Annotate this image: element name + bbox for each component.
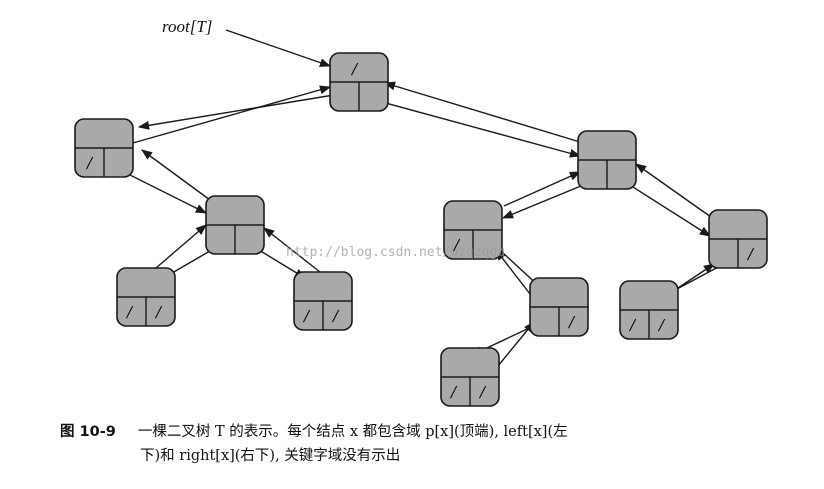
edge-b-to-f: [501, 180, 594, 219]
caption-line-2: 下)和 right[x](右下), 关键字域没有示出: [140, 448, 401, 464]
binary-tree-diagram: root[T]: [74, 17, 768, 407]
nil-mark: /: [478, 383, 487, 401]
tree-node-root: /: [329, 52, 389, 112]
edge-b-to-g: [621, 179, 711, 237]
tree-node-b: [577, 130, 637, 190]
tree-node-h: /: [529, 277, 589, 337]
edge-j-to-g: [677, 263, 715, 289]
edge-a-to-c: [119, 169, 208, 214]
nil-mark: /: [567, 313, 576, 331]
tree-node-f: /: [443, 200, 503, 260]
nil-mark: /: [449, 383, 458, 401]
tree-edges: [119, 81, 723, 367]
edge-i-to-h: [497, 321, 535, 367]
tree-node-j: / /: [619, 280, 679, 340]
nil-mark: /: [746, 245, 755, 263]
tree-node-a: /: [74, 118, 134, 178]
edge-f-to-b: [503, 171, 582, 207]
tree-node-i: / /: [440, 347, 500, 407]
tree-nodes: / / / /: [74, 52, 768, 407]
edge-root-to-left-child: [137, 92, 347, 130]
caption-line-1: 一棵二叉树 T 的表示。每个结点 x 都包含域 p[x](顶端), left[x…: [137, 424, 568, 440]
nil-mark: /: [154, 303, 163, 321]
figure-number: 图 10-9: [60, 424, 116, 440]
edge-g-to-b: [635, 163, 719, 223]
edge-left-child-to-parent: [132, 85, 332, 144]
watermark-text: http://blog.csdn.net/wzqzqgq: [286, 245, 505, 260]
figure-caption: 图 10-9 一棵二叉树 T 的表示。每个结点 x 都包含域 p[x](顶端), …: [60, 420, 800, 468]
tree-node-c: [205, 195, 265, 255]
root-pointer-label: root[T]: [162, 17, 212, 36]
nil-mark: /: [628, 316, 637, 334]
edge-c-to-a: [141, 149, 211, 201]
edge-h-to-f: [495, 249, 531, 295]
nil-mark: /: [452, 236, 461, 254]
edge-root-to-right-child: [370, 98, 582, 158]
edge-d-to-c: [155, 224, 207, 269]
nil-mark: /: [350, 60, 359, 78]
root-pointer-arrow: [225, 29, 332, 67]
nil-mark: /: [85, 154, 94, 172]
edge-e-to-c: [263, 227, 321, 273]
tree-node-e: / /: [293, 271, 353, 331]
nil-mark: /: [331, 307, 340, 325]
nil-mark: /: [125, 303, 134, 321]
tree-node-g: /: [708, 209, 768, 269]
tree-node-d: / /: [116, 267, 176, 327]
nil-mark: /: [657, 316, 666, 334]
nil-mark: /: [302, 307, 311, 325]
edge-right-child-to-parent: [383, 81, 581, 143]
